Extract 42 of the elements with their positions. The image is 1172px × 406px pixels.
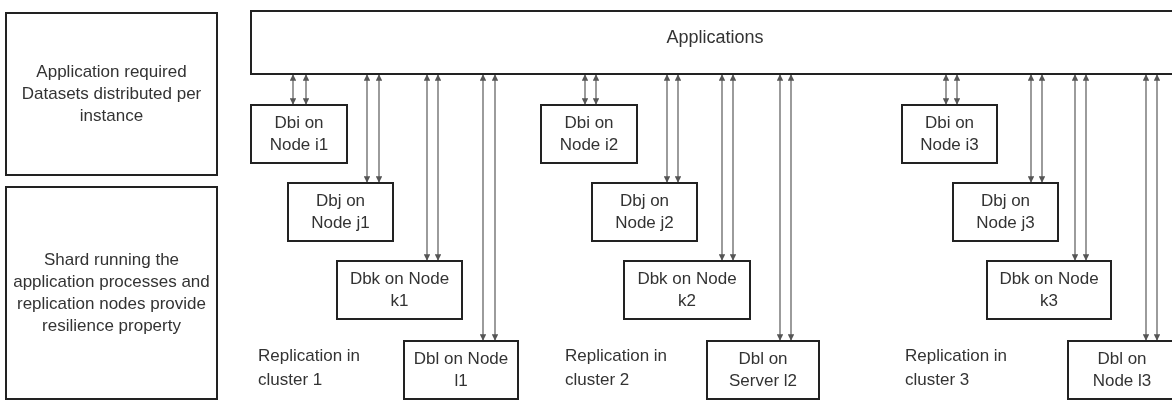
double-arrow xyxy=(1027,74,1035,183)
database-box: Dbk on Node k2 xyxy=(623,260,751,320)
double-arrow xyxy=(423,74,431,261)
double-arrow xyxy=(942,74,950,105)
double-arrow xyxy=(592,74,600,105)
database-box: Dbl on Node l1 xyxy=(403,340,519,400)
database-box: Dbj on Node j3 xyxy=(952,182,1059,242)
double-arrow xyxy=(1142,74,1150,341)
double-arrow xyxy=(1038,74,1046,183)
info-box: Shard running the application processes and replication nodes provide resilience property xyxy=(5,186,218,400)
double-arrow xyxy=(1071,74,1079,261)
database-box: Dbi on Node i3 xyxy=(901,104,998,164)
cluster-label: Replication in cluster 1 xyxy=(258,345,362,391)
database-box: Dbj on Node j1 xyxy=(287,182,394,242)
double-arrow xyxy=(663,74,671,183)
double-arrow xyxy=(302,74,310,105)
double-arrow xyxy=(1153,74,1161,341)
double-arrow xyxy=(434,74,442,261)
database-box: Dbk on Node k1 xyxy=(336,260,463,320)
double-arrow xyxy=(776,74,784,341)
database-box: Dbi on Node i1 xyxy=(250,104,348,164)
cluster-label: Replication in cluster 2 xyxy=(565,345,669,391)
database-box: Dbk on Node k3 xyxy=(986,260,1112,320)
database-box: Dbl on Server l2 xyxy=(706,340,820,400)
double-arrow xyxy=(289,74,297,105)
double-arrow xyxy=(718,74,726,261)
database-box: Dbj on Node j2 xyxy=(591,182,698,242)
double-arrow xyxy=(729,74,737,261)
double-arrow xyxy=(787,74,795,341)
double-arrow xyxy=(1082,74,1090,261)
double-arrow xyxy=(491,74,499,341)
database-box: Dbi on Node i2 xyxy=(540,104,638,164)
info-box: Application required Datasets distributed per instance xyxy=(5,12,218,176)
double-arrow xyxy=(375,74,383,183)
application-bar: Applications xyxy=(250,10,1172,75)
double-arrow xyxy=(581,74,589,105)
double-arrow xyxy=(674,74,682,183)
cluster-label: Replication in cluster 3 xyxy=(905,345,1009,391)
double-arrow xyxy=(363,74,371,183)
double-arrow xyxy=(479,74,487,341)
double-arrow xyxy=(953,74,961,105)
database-box: Dbl on Node l3 xyxy=(1067,340,1172,400)
